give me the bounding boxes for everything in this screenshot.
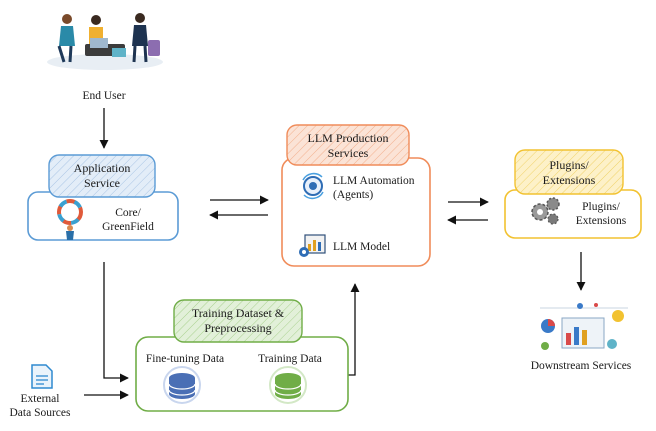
database-icon-training [269,366,307,404]
llm-production-title-line1: LLM Production [307,131,389,145]
downstream-services-illustration [540,303,628,350]
llm-model-label: LLM Model [333,241,391,253]
greenfield-label: GreenField [102,221,154,233]
external-label-line2: Data Sources [9,407,71,419]
plugins-item-line2: Extensions [575,215,627,227]
plugins-extensions-box [504,149,642,239]
training-title-line1: Training Dataset & [191,306,285,320]
external-label-line1: External [20,393,60,405]
document-icon [31,364,53,389]
llm-production-title-line2: Services [327,146,369,160]
application-service-title-line2: Service [84,176,120,190]
end-user-illustration [47,13,163,70]
database-icon-fine-tuning [163,366,201,404]
plugins-item-line1: Plugins/ [582,201,620,213]
plugin-gears-icon [531,197,560,225]
training-title-line2: Preprocessing [204,321,272,335]
llm-model-icon [299,234,326,257]
end-user-label: End User [82,90,126,102]
core-label: Core/ [115,207,141,219]
training-data-label: Training Data [258,353,322,365]
llm-agents-label: (Agents) [333,189,374,201]
plugins-title-line2: Extensions [542,173,596,187]
arrow-training-to-llm [348,283,360,376]
gear-icon [302,172,324,200]
fine-tuning-data-label: Fine-tuning Data [145,353,225,365]
core-greenfield-icon [57,199,83,240]
llm-automation-label: LLM Automation [333,175,415,187]
arrow-app-to-training [103,262,129,383]
application-service-title-line1: Application [73,161,131,175]
downstream-services-label: Downstream Services [530,360,632,372]
plugins-title-line1: Plugins/ [549,158,589,172]
